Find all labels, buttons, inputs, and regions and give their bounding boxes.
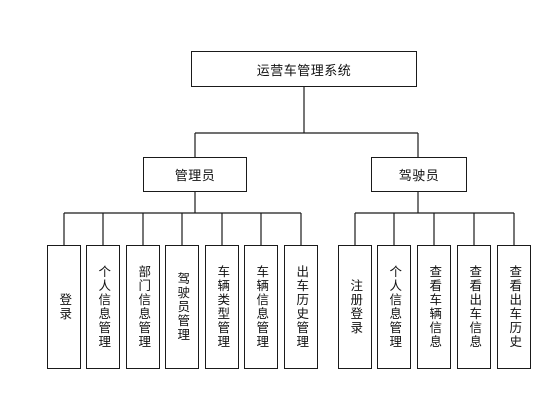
driver-child-label: 查看出车信息: [467, 265, 483, 349]
admin-child-department-info: 部门信息管理: [126, 245, 160, 369]
admin-child-label: 驾驶员管理: [175, 272, 191, 342]
driver-child-view-dispatch: 查看出车信息: [457, 245, 491, 369]
admin-child-personal-info: 个人信息管理: [86, 245, 120, 369]
admin-child-label: 个人信息管理: [96, 265, 112, 349]
driver-child-label: 个人信息管理: [387, 265, 403, 349]
driver-child-label: 查看车辆信息: [427, 265, 443, 349]
admin-child-login: 登录: [47, 245, 81, 369]
admin-child-label: 车辆类型管理: [215, 265, 231, 349]
root-label: 运营车管理系统: [256, 63, 352, 79]
driver-child-label: 查看出车历史: [507, 265, 523, 349]
admin-child-label: 车辆信息管理: [254, 265, 270, 349]
driver-child-label: 注册登录: [348, 279, 364, 335]
admin-child-label: 出车历史管理: [294, 265, 310, 349]
admin-child-driver-management: 驾驶员管理: [165, 245, 199, 369]
driver-node: 驾驶员: [371, 157, 467, 192]
admin-child-vehicle-info: 车辆信息管理: [244, 245, 278, 369]
root-node: 运营车管理系统: [191, 51, 417, 87]
driver-label: 驾驶员: [398, 169, 440, 184]
driver-child-personal-info: 个人信息管理: [377, 245, 411, 369]
admin-node: 管理员: [143, 157, 247, 192]
admin-child-dispatch-history: 出车历史管理: [284, 245, 318, 369]
driver-child-view-history: 查看出车历史: [497, 245, 531, 369]
driver-child-view-vehicle: 查看车辆信息: [417, 245, 451, 369]
admin-child-vehicle-type: 车辆类型管理: [205, 245, 239, 369]
admin-label: 管理员: [174, 169, 216, 184]
driver-child-register-login: 注册登录: [338, 245, 372, 369]
admin-child-label: 登录: [57, 293, 73, 321]
admin-child-label: 部门信息管理: [136, 265, 152, 349]
